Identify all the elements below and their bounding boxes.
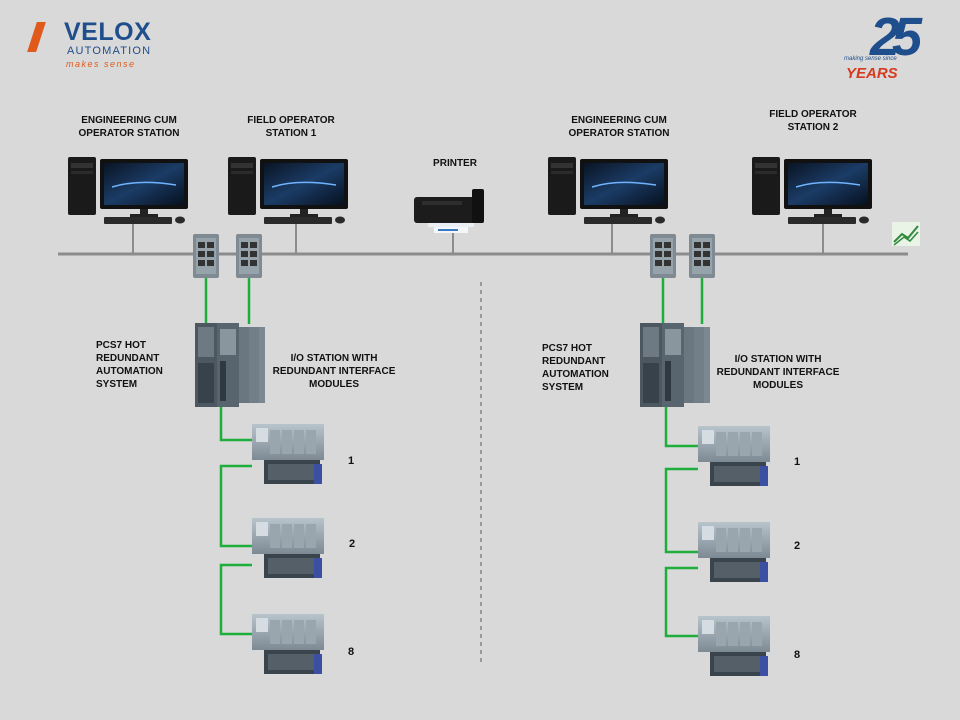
switch-left-1 <box>193 234 219 278</box>
io-left-1 <box>252 424 324 484</box>
io-number-left-8: 8 <box>348 646 355 658</box>
fieldbus-right-b <box>664 566 698 638</box>
fieldbus-left <box>219 407 252 442</box>
switch-left-2 <box>236 234 262 278</box>
label-fos1: FIELD OPERATOR STATION 1 <box>247 115 335 139</box>
io-right-2 <box>698 522 770 582</box>
logo-tagline: makes sense <box>66 59 136 69</box>
anniversary-years: YEARS <box>846 65 898 82</box>
fieldbus-right <box>664 407 698 448</box>
io-number-right-1: 1 <box>794 456 801 468</box>
switch-right-1 <box>650 234 676 278</box>
io-right-1 <box>698 426 770 486</box>
label-fos2: FIELD OPERATOR STATION 2 <box>769 109 857 133</box>
printer-device <box>414 189 484 233</box>
pc-eng-left <box>67 156 189 225</box>
plc-left <box>195 323 265 407</box>
io-number-left-1: 1 <box>348 455 355 467</box>
io-number-right-2: 2 <box>794 540 801 552</box>
label-printer: PRINTER <box>433 158 477 169</box>
pc-fos1 <box>227 156 349 225</box>
anniversary-since: making sense since <box>844 56 897 62</box>
io-number-left-2: 2 <box>349 538 356 550</box>
label-io-left: I/O STATION WITH REDUNDANT INTERFACE MOD… <box>272 353 396 390</box>
io-left-2 <box>252 518 324 578</box>
fieldbus-right-a <box>664 467 698 554</box>
label-pcs7-left: PCS7 HOT REDUNDANT AUTOMATION SYSTEM <box>96 340 163 390</box>
logo-sub: AUTOMATION <box>67 45 152 57</box>
io-number-right-8: 8 <box>794 649 801 661</box>
label-io-right: I/O STATION WITH REDUNDANT INTERFACE MOD… <box>716 354 840 391</box>
fieldbus-left-a <box>219 464 252 548</box>
label-eng-right: ENGINEERING CUM OPERATOR STATION <box>568 115 670 139</box>
pc-eng-right <box>547 156 669 225</box>
logo-brand: VELOX <box>64 18 152 46</box>
io-right-8 <box>698 616 770 676</box>
label-pcs7-right: PCS7 HOT REDUNDANT AUTOMATION SYSTEM <box>542 343 609 393</box>
industrial-icon <box>892 222 920 246</box>
label-eng-left: ENGINEERING CUM OPERATOR STATION <box>78 115 180 139</box>
fieldbus-left-b <box>219 563 252 636</box>
switch-right-2 <box>689 234 715 278</box>
pc-fos2 <box>751 156 873 225</box>
io-left-8 <box>252 614 324 674</box>
anniversary-logo: 25 making sense since YEARS <box>838 7 938 84</box>
velox-logo: VELOX AUTOMATION makes sense <box>27 18 170 74</box>
anniversary-number: 25 <box>870 7 922 67</box>
plc-right <box>640 323 710 407</box>
